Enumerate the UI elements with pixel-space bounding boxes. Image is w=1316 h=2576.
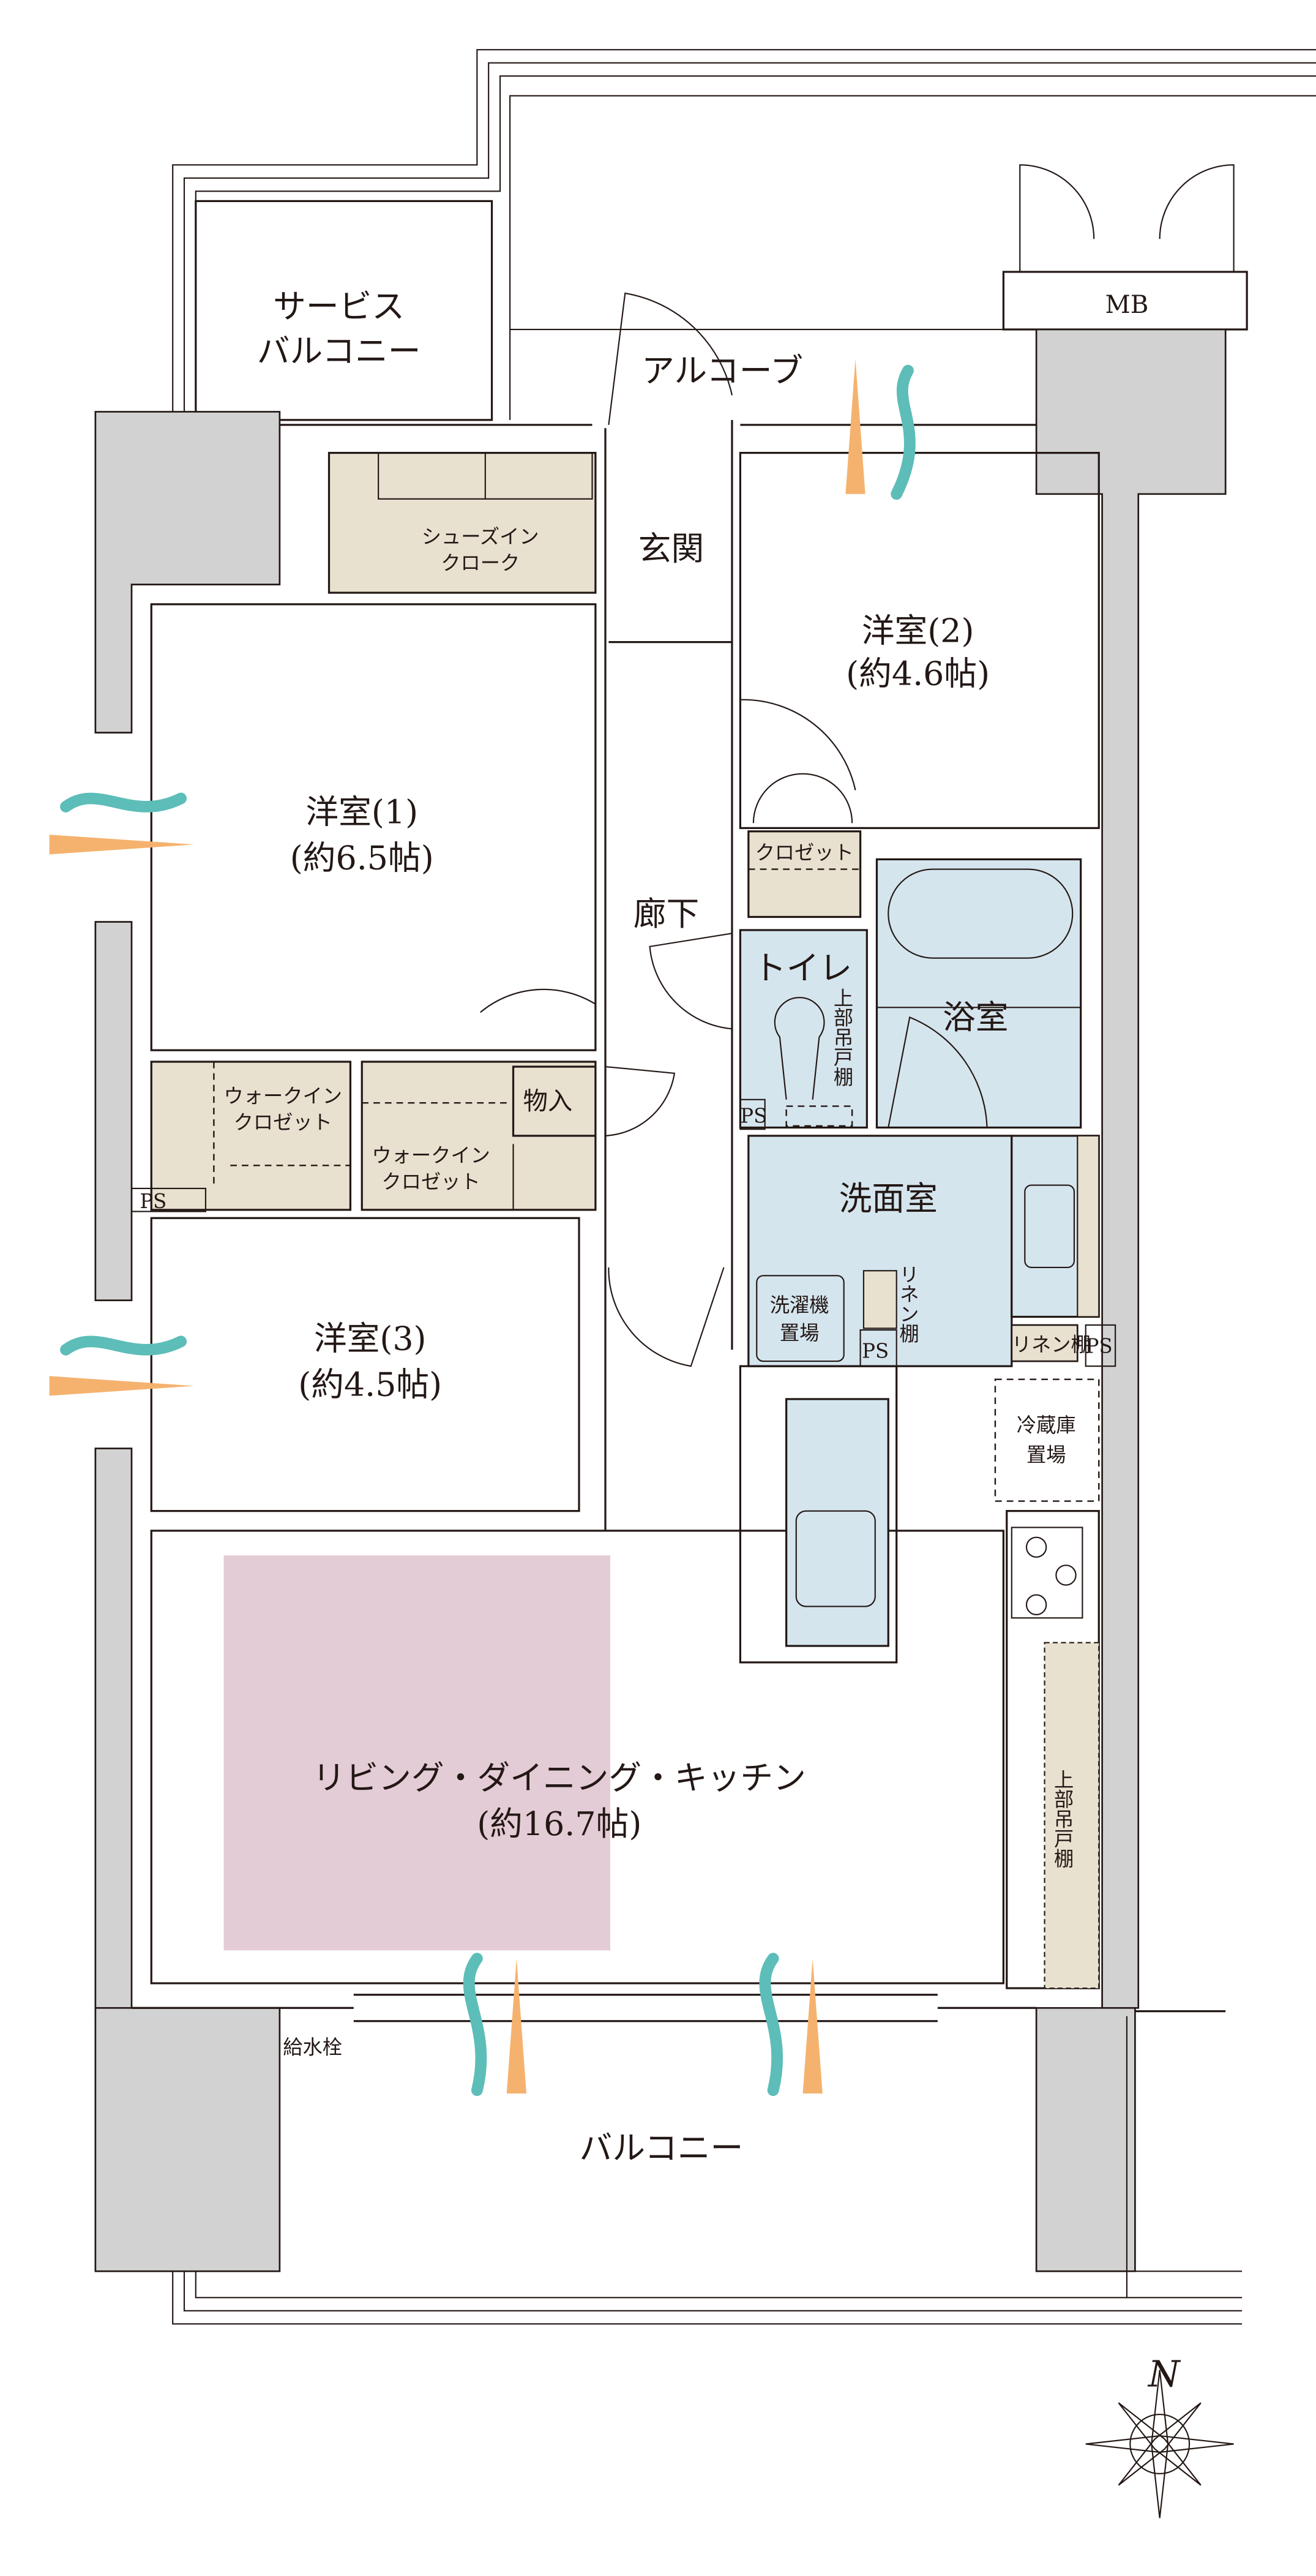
cooktop xyxy=(1011,1526,1083,1619)
storage-label: 物入 xyxy=(523,1087,573,1116)
water-tap-label: 給水栓 xyxy=(283,2036,342,2059)
western-room-2-label: 洋室(2) xyxy=(862,612,974,650)
mb-label: MB xyxy=(1105,290,1149,319)
western-room-3 xyxy=(150,1217,580,1512)
ps-label-3: PS xyxy=(1086,1335,1113,1358)
walk-in-closet-1 xyxy=(150,1061,352,1211)
hallway-label: 廊下 xyxy=(634,895,700,933)
service-balcony-label: サービス xyxy=(273,287,405,326)
ldk-highlight xyxy=(223,1555,611,1951)
wind-icon xyxy=(60,364,916,2097)
linen-shelf-label: リネン棚 xyxy=(1012,1333,1091,1356)
shoes-in-cloak xyxy=(327,451,597,594)
western-room-3-size: (約4.5帖) xyxy=(298,1365,442,1404)
washing-machine-label: 洗濯機 xyxy=(770,1293,829,1316)
fridge-space xyxy=(994,1378,1100,1502)
top-balcony-outline xyxy=(172,49,1316,421)
compass-north-label: N xyxy=(1147,2353,1181,2395)
closet xyxy=(747,830,862,918)
western-room-2 xyxy=(739,451,1100,829)
ldk-size: (約16.7帖) xyxy=(477,1804,641,1843)
entrance-label: 玄関 xyxy=(638,529,705,568)
fridge-label-2: 置場 xyxy=(1026,1443,1066,1466)
service-balcony xyxy=(195,200,493,421)
bathroom-label: 浴室 xyxy=(943,998,1009,1037)
ldk xyxy=(150,1530,1004,1985)
wic2-label: ウォークイン xyxy=(372,1144,490,1167)
washing-machine-label-2: 置場 xyxy=(780,1321,820,1345)
kitchen-upper-cabinet xyxy=(1044,1642,1100,1989)
balcony-label: バルコニー xyxy=(580,2129,744,2168)
storage xyxy=(512,1065,597,1137)
washing-machine-space xyxy=(756,1275,845,1362)
exterior-wall-lines xyxy=(132,424,1226,2022)
bathroom xyxy=(875,858,1082,1129)
walls xyxy=(94,328,1227,2272)
ldk-label: リビング・ダイニング・キッチン xyxy=(313,1759,806,1797)
shoes-in-cloak-label-2: クローク xyxy=(441,551,520,574)
toilet-label: トイレ xyxy=(753,949,852,988)
western-room-1 xyxy=(150,603,597,1051)
compass-icon xyxy=(1085,2370,1234,2518)
kitchen-upper-cabinet-label: 上部吊戸棚 xyxy=(1051,1770,1074,1868)
ps-label-1: PS xyxy=(740,1104,767,1127)
toilet xyxy=(739,929,868,1129)
western-room-3-label: 洋室(3) xyxy=(314,1319,427,1357)
wic1-label: ウォークイン xyxy=(224,1084,343,1108)
balcony-outline xyxy=(172,2016,1243,2325)
western-room-2-size: (約4.6帖) xyxy=(846,655,990,693)
linen-shelf-vertical-label: リネン棚 xyxy=(897,1264,920,1343)
western-room-1-label: 洋室(1) xyxy=(305,792,418,831)
kitchen-sink-counter xyxy=(785,1398,889,1647)
wic1-label-2: クロゼット xyxy=(234,1111,332,1134)
shoes-in-cloak-label: シューズイン xyxy=(422,525,539,548)
closet-label: クロゼット xyxy=(755,841,854,864)
fridge-label: 冷蔵庫 xyxy=(1017,1414,1076,1437)
washroom-label: 洗面室 xyxy=(839,1179,938,1218)
ps-label-2: PS xyxy=(862,1340,889,1363)
toilet-upper-cabinet-label: 上部吊戸棚 xyxy=(831,988,854,1086)
western-room-1-size: (約6.5帖) xyxy=(290,839,434,877)
alcove-label: アルコーブ xyxy=(641,351,803,390)
ps-label-4: PS xyxy=(140,1190,166,1213)
wic2-label-2: クロゼット xyxy=(382,1170,480,1193)
sunlight-icon xyxy=(49,359,865,2094)
service-balcony-label-2: バルコニー xyxy=(257,332,421,370)
